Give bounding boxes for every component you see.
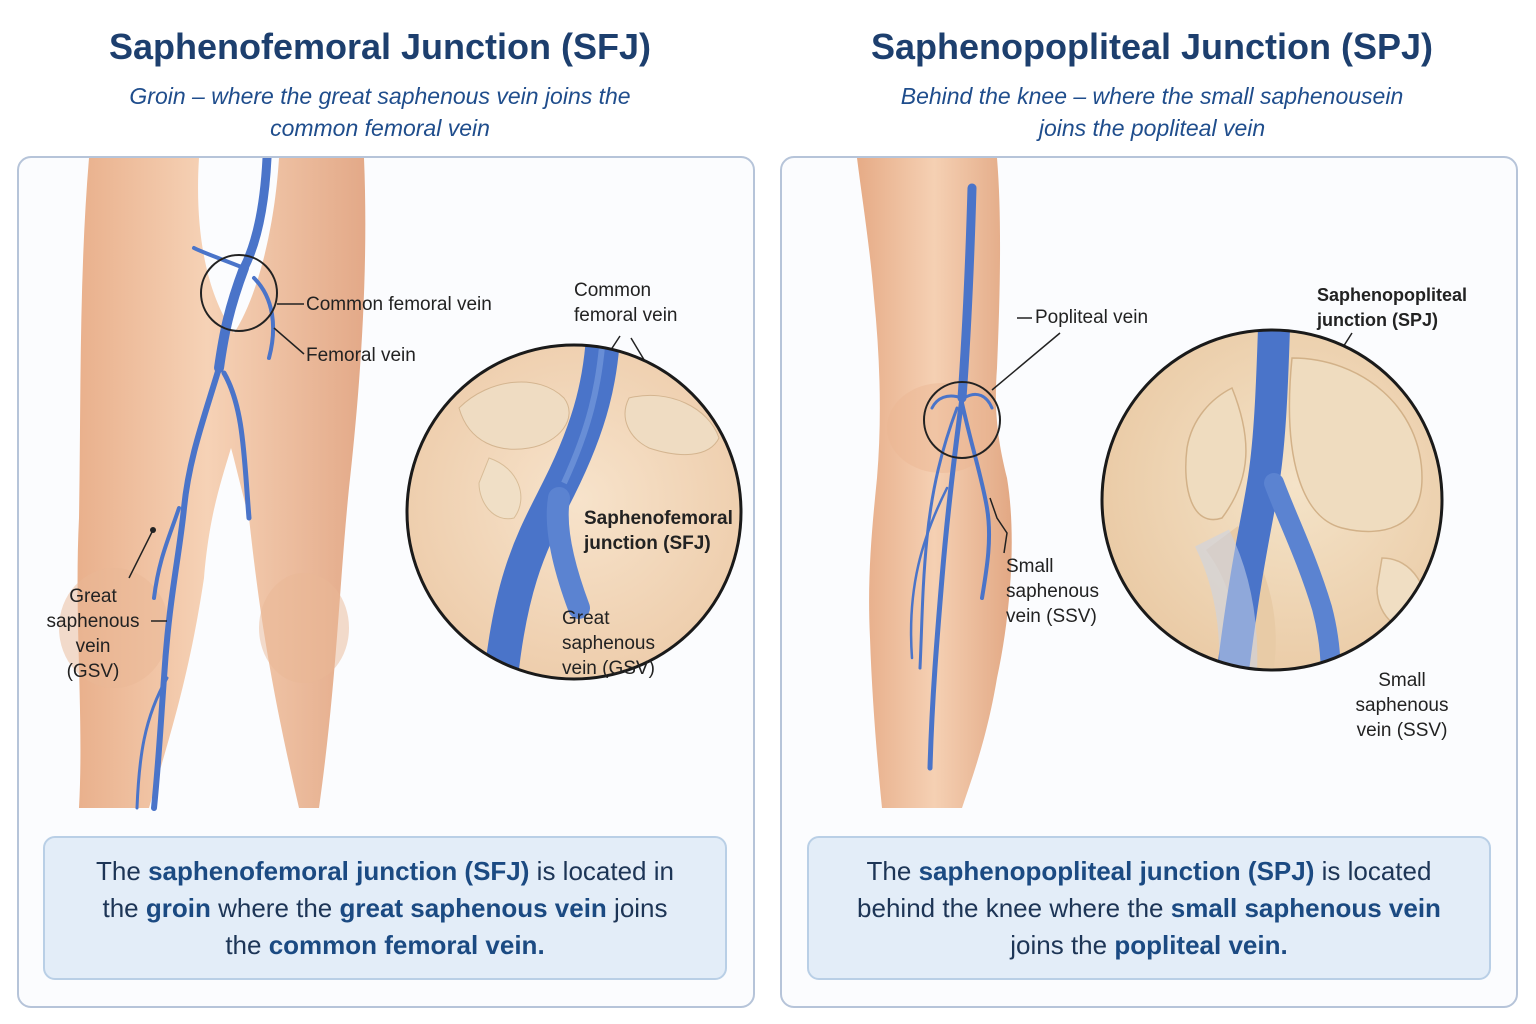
spj-inset-circle [1100,328,1444,672]
left-subtitle-line-2: common femoral vein [270,115,490,141]
label-common-femoral-vein: Common femoral vein [306,294,492,315]
spj-veins [909,183,994,771]
sfj-veins [135,158,276,811]
label-saphenofemoral-junction: Saphenofemoral junction (SFJ) [584,506,733,556]
label-spj-line-1: Saphenopopliteal [1317,285,1468,305]
label-inset-gsv-line-2: saphenous [562,633,655,654]
left-callout-line-1: The saphenofemoral junction (SFJ) is loc… [96,855,674,886]
label-inset-ssv-line-2: saphenous [1355,695,1449,716]
right-subtitle-line-1: Behind the knee – where the small saphen… [900,83,1404,109]
label-inset-small-saphenous-vein: Small saphenous vein (SSV) [1347,668,1457,743]
spj-inset-content [1102,330,1442,670]
gsv-leader-dot [150,527,156,533]
right-callout-line-3: joins the popliteal vein. [1010,929,1288,960]
label-inset-cfv-line-2: femoral vein [574,305,678,326]
left-callout-line-2: the groin where the great saphenous vein… [102,892,668,923]
label-gsv-line-4: (GSV) [66,661,120,682]
label-inset-gsv-line-3: vein (GSV) [562,658,655,679]
label-inset-cfv-line-1: Common [574,280,652,301]
label-inset-great-saphenous-vein: Great saphenous vein (GSV) [562,606,655,681]
label-inset-ssv-line-1: Small [1378,670,1426,691]
label-femoral-vein: Femoral vein [306,345,416,366]
left-knee-shading [59,568,169,688]
sfj-inset-content [407,345,741,679]
label-saphenopopliteal-junction: Saphenopopliteal junction (SPJ) [1317,283,1467,333]
label-gsv-line-1: Great [69,586,117,607]
label-great-saphenous-vein: Great saphenous vein (GSV) [39,584,147,684]
right-subtitle-line-2: joins the popliteal vein [1038,115,1266,141]
left-callout-line-3: the common femoral vein. [225,929,545,960]
sfj-marker-circle [200,254,278,332]
label-gsv-line-2: saphenous [46,611,140,632]
label-inset-gsv-line-1: Great [562,608,610,629]
right-summary-callout: The saphenopopliteal junction (SPJ) is l… [807,836,1491,980]
left-subtitle-line-1: Groin – where the great saphenous vein j… [129,83,631,109]
left-panel-subtitle: Groin – where the great saphenous vein j… [0,80,760,144]
right-panel-subtitle: Behind the knee – where the small saphen… [772,80,1532,144]
label-inset-common-femoral-vein: Common femoral vein [574,278,678,328]
label-ssv-line-1: Small [1006,556,1054,577]
label-small-saphenous-vein: Small saphenous vein (SSV) [1006,554,1099,629]
right-callout-line-1: The saphenopopliteal junction (SPJ) is l… [866,855,1432,886]
label-ssv-line-3: vein (SSV) [1006,606,1097,627]
sfj-illustration [59,158,743,811]
left-summary-callout: The saphenofemoral junction (SFJ) is loc… [43,836,727,980]
left-thigh-shape [77,158,366,808]
right-callout-line-2: behind the knee where the small saphenou… [857,892,1441,923]
label-popliteal-vein: Popliteal vein [1035,307,1149,328]
right-panel-title: Saphenopopliteal Junction (SPJ) [870,26,1434,67]
spj-marker-circle [923,381,1001,459]
label-sfj-line-1: Saphenofemoral [584,508,733,529]
sfj-inset-circle [405,343,743,681]
right-knee-shading [259,573,349,683]
label-ssv-line-2: saphenous [1006,581,1099,602]
label-spj-line-2: junction (SPJ) [1317,310,1438,330]
spj-illustration [857,158,1444,808]
label-inset-ssv-line-3: vein (SSV) [1356,720,1448,741]
knee-crease-shading [887,383,997,473]
label-gsv-line-3: vein [75,636,111,657]
label-sfj-line-2: junction (SFJ) [584,533,711,554]
left-panel-title: Saphenofemoral Junction (SFJ) [108,26,652,67]
